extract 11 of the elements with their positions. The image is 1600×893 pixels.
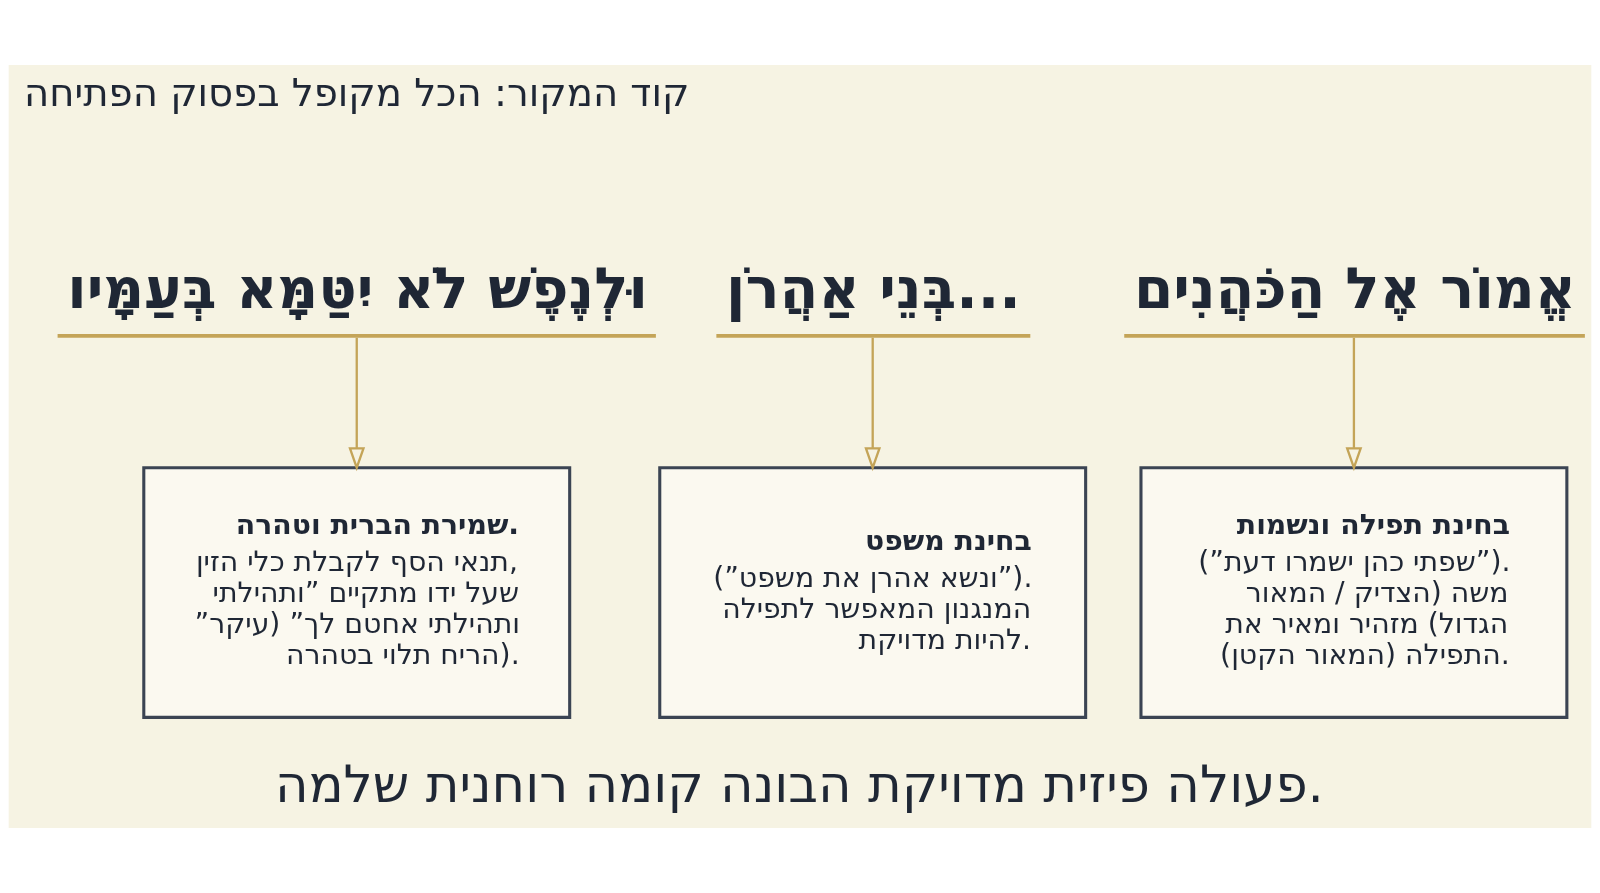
node-text: בְּנֵי אַהֲרֹן...: [726, 255, 1021, 322]
node-box: בחינת משפט (”ונשא אהרן את משפט”). המנגנון המאפשר לתפילה להיות מדויקת.: [658, 466, 1088, 719]
node-text: אֱמוֹר אֶל הַכֹּהֲנִים: [1133, 255, 1577, 322]
caption: פעולה פיזית מדויקת הבונה קומה רוחנית שלמה.: [275, 754, 1324, 815]
arrow: [348, 337, 366, 472]
diagram-title: קוד המקור: הכל מקופל בפסוק הפתיחה: [24, 70, 690, 116]
arrow: [864, 337, 882, 472]
node-box: בחינת תפילה ונשמות (”שפתי כהן ישמרו דעת”). משה (הצדיק / המאור הגדול) מזהיר ומאיר את התפילה (המאור הקטן).: [1139, 466, 1569, 719]
node-box: שמירת הברית וטהרה. תנאי הסף לקבלת כלי הזין, שעל ידו מתקיים ”ותהילתי ”ותהילתי אחטם לך” (עיקר הריח תלוי בטהרה).: [142, 466, 572, 719]
arrow: [1345, 337, 1363, 472]
node-text: וּלְנֶפֶשׁ לֹא יִטַּמָּא בְּעַמָּיו: [67, 255, 648, 322]
